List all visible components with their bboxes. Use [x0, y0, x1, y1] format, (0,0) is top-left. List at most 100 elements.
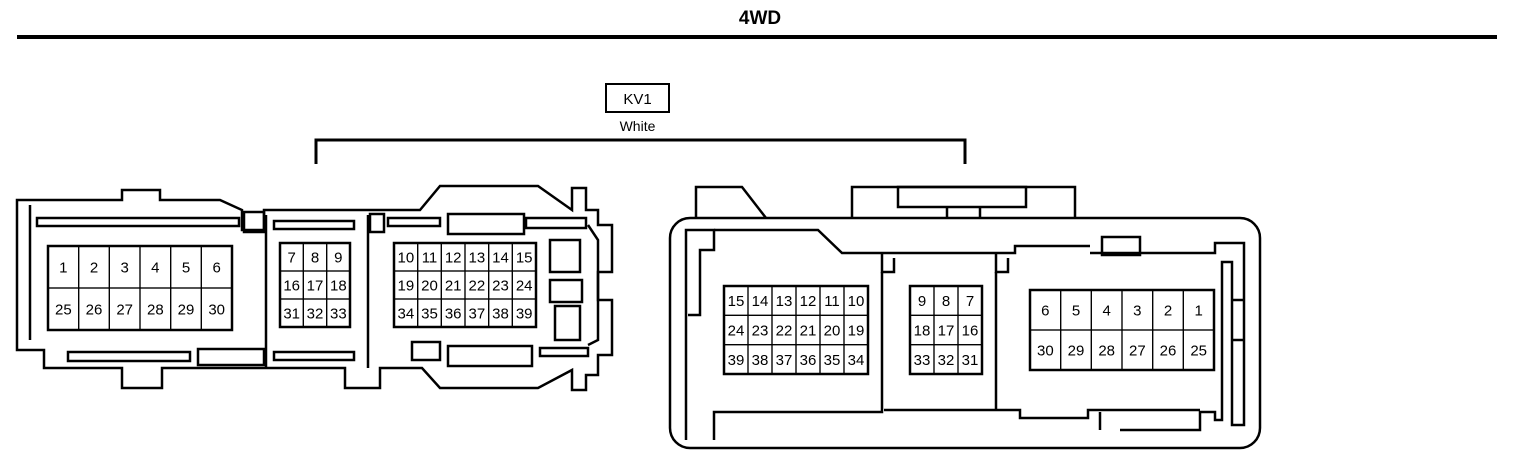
pin-number: 15	[516, 250, 533, 267]
right-pin-block-a: 15 14 13 12 11 10 24 23 22 21 20 19 39 38 37 36 35 34	[722, 284, 870, 376]
pin-number: 8	[311, 250, 319, 267]
pin-number: 35	[824, 352, 841, 369]
pin-number: 25	[1190, 343, 1207, 360]
pin-number: 20	[824, 323, 841, 340]
pin-number: 16	[283, 278, 300, 295]
pin-number: 14	[752, 293, 769, 310]
pin-number: 23	[752, 323, 769, 340]
connector-color: White	[620, 118, 656, 134]
connector-bracket	[314, 138, 967, 164]
pin-cell	[511, 298, 537, 328]
page-title: 4WD	[738, 8, 782, 29]
pin-number: 5	[182, 260, 190, 277]
pin-number: 1	[59, 260, 67, 277]
pin-number: 27	[116, 302, 133, 319]
pin-number: 30	[208, 302, 225, 319]
pin-cell	[957, 344, 983, 375]
pin-number: 8	[942, 293, 950, 310]
pin-number: 22	[468, 278, 485, 295]
pin-number: 5	[1072, 303, 1080, 320]
pin-number: 21	[445, 278, 462, 295]
pin-cell	[1182, 329, 1215, 371]
pin-number: 11	[422, 250, 438, 267]
pin-number: 31	[283, 306, 300, 323]
left-pin-block-a: 1 2 3 4 5 6 25 26 27 28 29 30	[46, 244, 234, 332]
pin-number: 34	[848, 352, 865, 369]
pin-number: 29	[178, 302, 195, 319]
pin-number: 7	[966, 293, 974, 310]
pin-number: 33	[914, 352, 931, 369]
pin-number: 32	[938, 352, 955, 369]
pin-number: 9	[918, 293, 926, 310]
right-pin-block-c: 6 5 4 3 2 1 30 29 28 27 26 25	[1028, 288, 1216, 372]
pin-number: 10	[397, 250, 414, 267]
pin-number: 12	[800, 293, 817, 310]
pin-number: 19	[848, 323, 865, 340]
pin-number: 20	[421, 278, 438, 295]
pin-number: 17	[938, 323, 955, 340]
pin-number: 14	[492, 250, 509, 267]
pin-number: 36	[800, 352, 817, 369]
pin-number: 28	[1098, 343, 1115, 360]
pin-number: 3	[1133, 303, 1141, 320]
pin-number: 13	[468, 250, 485, 267]
pin-number: 23	[492, 278, 509, 295]
pin-number: 32	[307, 306, 324, 323]
pin-number: 38	[492, 306, 509, 323]
pin-number: 37	[776, 352, 793, 369]
pin-number: 13	[776, 293, 793, 310]
pin-number: 30	[1037, 343, 1054, 360]
pin-number: 21	[800, 323, 817, 340]
left-connector-housing	[15, 184, 614, 392]
pin-number: 36	[445, 306, 462, 323]
pin-number: 27	[1129, 343, 1146, 360]
right-connector-housing	[668, 185, 1262, 450]
pin-number: 26	[1160, 343, 1177, 360]
pin-number: 2	[1164, 303, 1172, 320]
pin-number: 26	[86, 302, 103, 319]
pin-number: 18	[914, 323, 931, 340]
pin-number: 38	[752, 352, 769, 369]
connector-code-box	[605, 83, 670, 113]
pin-number: 16	[962, 323, 979, 340]
connector-code: KV1	[623, 91, 651, 108]
pin-number: 2	[90, 260, 98, 277]
pin-number: 1	[1194, 303, 1202, 320]
pin-number: 31	[962, 352, 979, 369]
pin-number: 25	[55, 302, 72, 319]
pin-number: 17	[307, 278, 324, 295]
pin-number: 34	[397, 306, 414, 323]
pin-number: 3	[120, 260, 128, 277]
pin-number: 9	[334, 250, 342, 267]
pin-number: 29	[1068, 343, 1085, 360]
pin-number: 39	[728, 352, 745, 369]
pin-number: 4	[1102, 303, 1110, 320]
pin-cell	[326, 298, 351, 328]
pin-number: 19	[397, 278, 414, 295]
pin-number: 4	[151, 260, 159, 277]
pin-number: 6	[212, 260, 220, 277]
pin-number: 35	[421, 306, 438, 323]
pin-number: 11	[824, 293, 840, 310]
pin-cell	[200, 287, 233, 331]
pin-number: 10	[848, 293, 865, 310]
pin-number: 39	[516, 306, 533, 323]
pin-number: 12	[445, 250, 462, 267]
pin-number: 7	[287, 250, 295, 267]
pin-block-border	[278, 241, 352, 329]
pin-number: 33	[330, 306, 347, 323]
pin-number: 24	[516, 278, 533, 295]
title-divider	[17, 35, 1497, 39]
pin-number: 28	[147, 302, 164, 319]
pin-number: 18	[330, 278, 347, 295]
pin-number: 6	[1041, 303, 1049, 320]
pin-number: 24	[728, 323, 745, 340]
pin-number: 15	[728, 293, 745, 310]
pin-number: 22	[776, 323, 793, 340]
pin-cell	[843, 344, 869, 375]
left-pin-block-c: 10 11 12 13 14 15 19 20 21 22 23 24 34 35 36 37 38 39	[392, 241, 538, 329]
pin-number: 37	[468, 306, 485, 323]
